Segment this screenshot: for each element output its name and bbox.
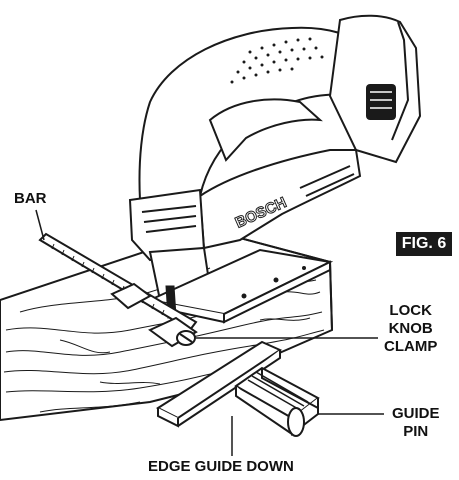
guide-pin-assembly [234, 366, 320, 437]
lock-knob-clamp-line-1: LOCK [389, 302, 432, 319]
shoe-holes [241, 266, 306, 299]
leader-lines [35, 209, 384, 456]
guide-pin-label: GUIDE PIN [392, 405, 440, 441]
guide-pin-knurl [247, 371, 309, 411]
edge-guide-down-text: EDGE GUIDE DOWN [148, 458, 294, 475]
bar-clamp [110, 282, 152, 310]
battery-release-button [366, 84, 396, 120]
battery-release-ridges [370, 91, 392, 109]
grip-texture [230, 37, 324, 84]
bar-label: BAR [14, 190, 47, 208]
lock-knob-clamp-line-3: CLAMP [384, 338, 438, 355]
bar-label-text: BAR [14, 190, 47, 207]
edge-guide [155, 340, 283, 428]
lock-knob-clamp-line-2: KNOB [388, 320, 433, 337]
figure-number-badge: FIG. 6 [396, 232, 452, 256]
guide-pin-line-1: GUIDE [392, 405, 440, 422]
vent-slots [141, 165, 355, 233]
figure-number-text: FIG. 6 [401, 235, 447, 252]
edge-guide-down-label: EDGE GUIDE DOWN [148, 458, 294, 476]
guide-pin-line-2: PIN [403, 423, 429, 440]
lock-knob-clamp-label: LOCK KNOB CLAMP [384, 302, 437, 356]
lock-knob-clamp [148, 316, 198, 348]
